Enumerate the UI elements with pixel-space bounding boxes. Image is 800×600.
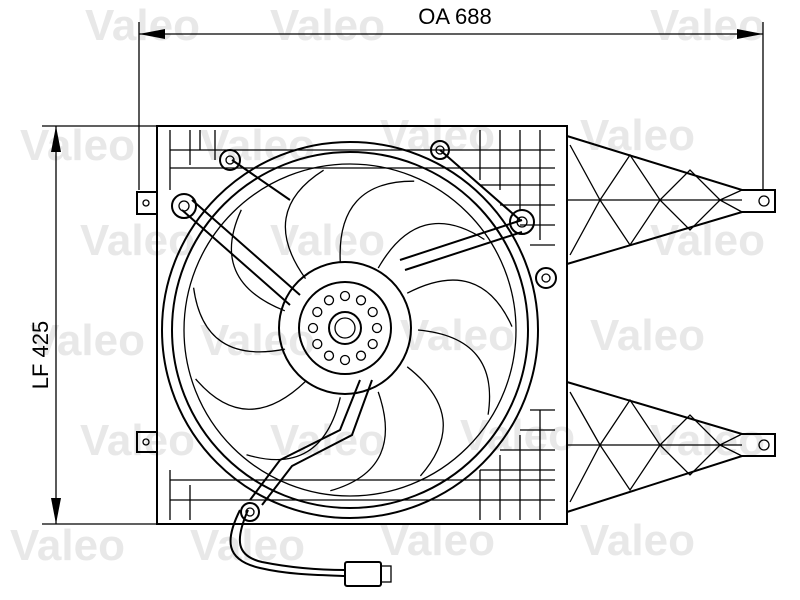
watermark: Valeo <box>580 111 695 160</box>
height-dimension-label: LF 425 <box>28 321 53 390</box>
fan-blades <box>192 169 513 492</box>
watermark: Valeo <box>200 316 315 365</box>
watermark: Valeo <box>200 121 315 170</box>
strut-top <box>231 149 521 221</box>
watermark: Valeo <box>650 216 765 265</box>
mount-boss-right <box>509 209 535 235</box>
mount-boss-bottom <box>240 502 260 522</box>
wiring-harness <box>229 379 392 587</box>
mount-boss-hole <box>541 273 551 283</box>
watermark: Valeo <box>270 416 385 465</box>
shroud-ring-outer <box>161 141 539 519</box>
bracket-hole-upper <box>758 195 770 207</box>
shroud-ring-inner <box>171 151 529 509</box>
wire-connector <box>344 561 382 587</box>
watermark: Valeo <box>380 111 495 160</box>
fan-blade <box>246 397 341 461</box>
bracket-hole-lower <box>758 439 770 451</box>
mount-boss-far-right <box>535 267 557 289</box>
fan-blade <box>417 329 491 415</box>
hub-bolt <box>355 295 367 306</box>
fan-blade-tip-circle <box>183 163 517 497</box>
fan-blade <box>339 180 415 263</box>
fan-blade <box>406 279 513 327</box>
mount-boss-hole <box>435 145 445 155</box>
watermark: Valeo <box>20 121 135 170</box>
motor-plate <box>298 281 392 375</box>
height-dimension: LF 425 <box>28 125 160 525</box>
mount-boss-hole <box>225 155 235 165</box>
wire-cable-2 <box>238 509 346 571</box>
hub-center-inner <box>334 317 356 339</box>
bracket-upper-right <box>566 135 776 265</box>
arrow-up-icon <box>51 126 61 152</box>
watermark: Valeo <box>460 411 575 460</box>
watermark: Valeo <box>270 216 385 265</box>
arrow-left-icon <box>139 29 165 39</box>
watermark: Valeo <box>650 1 765 50</box>
hub-bolt <box>371 322 383 334</box>
bracket-lower-right <box>566 381 776 513</box>
mount-boss-top-right <box>430 140 450 160</box>
strut-upper-left <box>181 199 301 306</box>
watermark: Valeo <box>190 521 305 570</box>
fan <box>161 141 539 519</box>
hub-bolts <box>307 290 383 366</box>
wire-channel <box>249 379 373 506</box>
mount-boss-hole <box>245 507 255 517</box>
arrow-right-icon <box>737 29 763 39</box>
watermark: Valeo <box>270 1 385 50</box>
fan-blade <box>195 378 306 410</box>
mount-boss-top <box>219 149 241 171</box>
hub-center <box>328 311 362 345</box>
fan-blade <box>406 366 444 477</box>
hub-bolt <box>312 306 323 318</box>
shroud-outline <box>156 125 568 525</box>
bracket-lattice-lower <box>567 391 743 503</box>
watermark: Valeo <box>85 1 200 50</box>
mounting-hole <box>142 438 150 446</box>
hub-bolt <box>312 338 323 350</box>
width-dimension: OA 688 <box>138 4 764 190</box>
wire-cable <box>229 509 346 577</box>
hub-bolt <box>355 350 367 361</box>
watermark: Valeo <box>590 311 705 360</box>
mounting-tab-top-left <box>136 191 157 215</box>
shroud-frame <box>136 125 776 525</box>
hub-bolt <box>367 338 378 350</box>
watermark: Valeo <box>80 216 195 265</box>
mounting-tab-bottom-left <box>136 431 157 453</box>
fan-blade <box>330 391 387 492</box>
width-dimension-label: OA 688 <box>418 4 491 29</box>
mount-boss-hole <box>178 200 190 212</box>
hub-bolt <box>339 290 351 302</box>
mount-boss-upper-left <box>171 193 197 219</box>
mount-boss-hole <box>516 216 528 228</box>
arrow-down-icon <box>51 498 61 524</box>
hub-bolt <box>339 354 351 366</box>
wire-connector-latch <box>380 565 392 583</box>
bracket-lattice-upper <box>567 144 743 256</box>
watermark: Valeo <box>10 521 125 570</box>
fan-blade <box>192 287 285 353</box>
mounting-hole <box>142 199 150 207</box>
hub-bolt <box>307 322 319 334</box>
strut-upper-right <box>399 219 523 271</box>
watermark: Valeo <box>30 316 145 365</box>
hub-bolt <box>367 306 378 318</box>
shroud-ribs <box>169 130 555 520</box>
motor-housing <box>278 261 412 395</box>
motor-struts <box>171 140 557 522</box>
hub-bolt <box>323 350 335 361</box>
fan-blade <box>377 223 485 269</box>
hub-bolt <box>323 295 335 306</box>
fan-blade <box>284 169 324 279</box>
watermark: Valeo <box>580 516 695 565</box>
fan-blade <box>230 209 286 312</box>
watermark: Valeo <box>400 311 515 360</box>
